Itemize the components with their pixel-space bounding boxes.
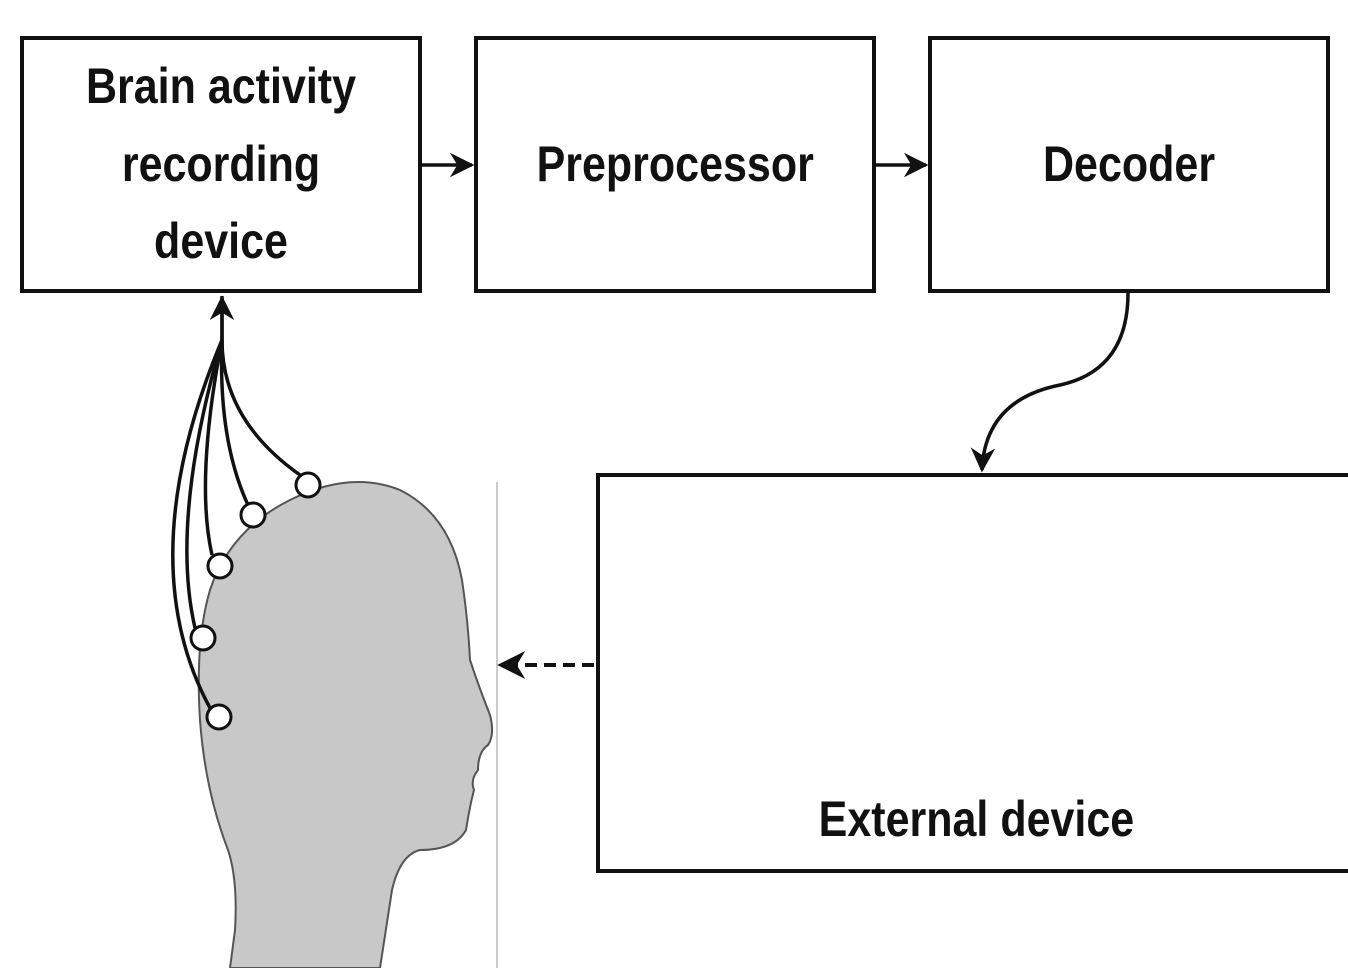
external-device-box [596, 473, 1348, 873]
recording-device-label-line2: recording device [121, 135, 321, 270]
decoder-box: Decoder [928, 36, 1330, 293]
recording-device-label-line1: Brain activity [85, 58, 357, 115]
decoder-label: Decoder [1042, 135, 1216, 192]
recording-device-box: Brain activity recording device [20, 36, 422, 293]
electrode-icon [294, 471, 322, 499]
external-device-label-wrap: External device [596, 790, 1348, 848]
electrode-wires [171, 296, 302, 709]
electrode-icon [239, 501, 267, 529]
electrode-icon [205, 703, 233, 731]
electrode-icon [206, 552, 234, 580]
external-device-label: External device [818, 791, 1134, 847]
preprocessor-label: Preprocessor [536, 135, 814, 192]
preprocessor-box: Preprocessor [474, 36, 876, 293]
head-silhouette-icon [197, 481, 494, 968]
arrow-decoder-to-external [970, 292, 1130, 473]
electrode-icon [189, 624, 217, 652]
